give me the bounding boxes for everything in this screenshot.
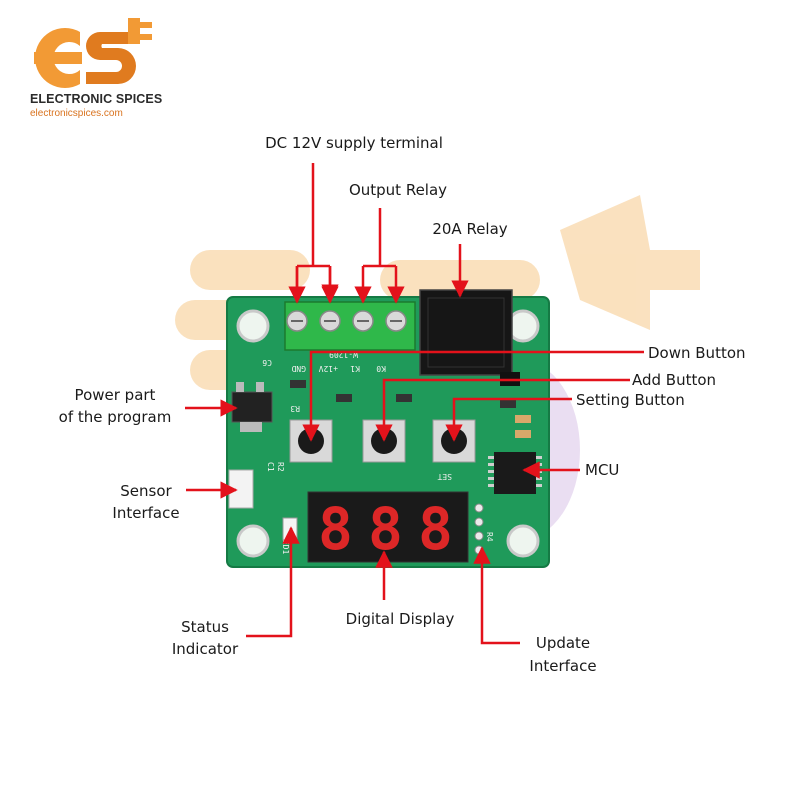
mcu-chip — [494, 452, 536, 494]
label-status-line2: Indicator — [171, 640, 239, 658]
silk-model: W-1209 — [329, 350, 358, 359]
pcb-board: C6 W-1209 GND K1 +12V K0 R3 R2 C1 SET R4… — [226, 289, 550, 568]
silk-k0: K0 — [376, 364, 386, 373]
output-relay-callout — [363, 208, 396, 268]
brand-name: ELECTRONIC SPICES — [30, 92, 163, 106]
silk-led: LED1 — [281, 535, 290, 554]
silk-12v: +12V — [319, 364, 338, 373]
silk-gnd: GND — [291, 364, 306, 373]
dc-supply-callout — [295, 163, 330, 300]
label-add-button: Add Button — [632, 371, 717, 389]
relay — [419, 289, 513, 376]
down-button-callout — [302, 350, 644, 442]
display-digit-1: 8 — [318, 495, 353, 563]
label-power-line1: Power part — [74, 386, 156, 404]
callout-lines — [185, 163, 644, 645]
label-sensor-line1: Sensor — [120, 482, 172, 500]
silk-r3: R3 — [290, 404, 300, 413]
silk-r4: R4 — [485, 532, 494, 542]
label-dc-supply: DC 12V supply terminal — [265, 134, 443, 152]
display-digit-2: 8 — [368, 495, 403, 563]
label-setting-button: Setting Button — [576, 391, 685, 409]
brand-url: electronicspices.com — [30, 108, 123, 119]
silk-c1: C1 — [266, 462, 275, 472]
status-callout — [246, 526, 300, 638]
silk-c6: C6 — [262, 358, 272, 367]
terminal-block — [284, 301, 416, 351]
label-update-line2: Interface — [529, 657, 597, 675]
label-down-button: Down Button — [648, 344, 746, 362]
label-output-relay: Output Relay — [348, 181, 448, 199]
add-button-callout — [375, 378, 630, 442]
setting-button-callout — [445, 397, 572, 442]
label-status-line1: Status — [181, 618, 229, 636]
voltage-regulator — [231, 391, 273, 423]
label-mcu: MCU — [585, 461, 620, 479]
silk-r2: R2 — [276, 462, 285, 472]
silk-set: SET — [437, 472, 452, 481]
label-update-line1: Update — [535, 634, 591, 652]
brand-logo — [34, 18, 152, 88]
display-digit-3: 8 — [418, 495, 453, 563]
label-relay-20a: 20A Relay — [432, 220, 508, 238]
label-digital-display: Digital Display — [345, 610, 455, 628]
silk-k1: K1 — [350, 364, 360, 373]
label-power-line2: of the program — [58, 408, 172, 426]
label-sensor-line2: Interface — [112, 504, 180, 522]
update-callout — [473, 546, 520, 645]
